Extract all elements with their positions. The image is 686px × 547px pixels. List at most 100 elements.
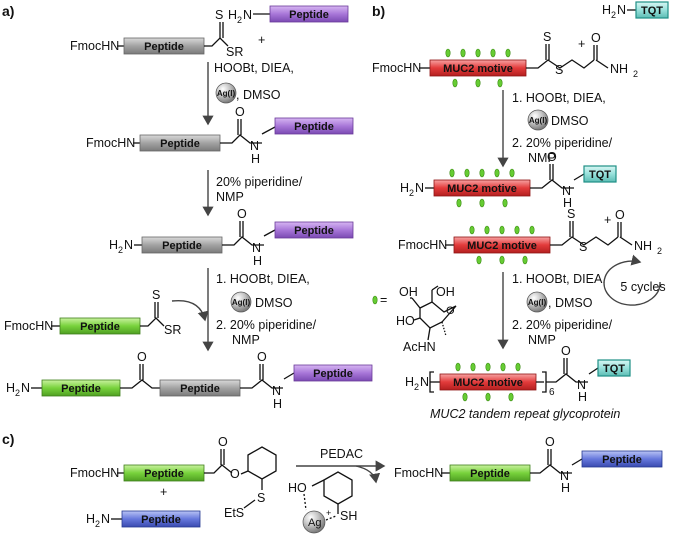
c-reagent-ester: FmocHN Peptide O O S EtS	[70, 435, 277, 520]
ag-label: Ag	[308, 517, 321, 529]
n-label: N	[577, 378, 586, 392]
h-label: H	[253, 254, 262, 268]
panel-b-label: b)	[372, 3, 385, 19]
silver-sphere	[526, 291, 548, 313]
cond-dmso: DMSO	[551, 114, 589, 128]
fmochn-label: FmocHN	[394, 466, 443, 480]
agi-label: Ag(I)	[528, 298, 547, 307]
silver-sphere	[527, 109, 549, 131]
n-label: N	[560, 469, 569, 483]
ho-label: HO	[396, 314, 415, 328]
peptide-label: Peptide	[180, 383, 220, 395]
h2-subscript: 2	[414, 382, 419, 392]
o-label: O	[547, 150, 557, 164]
n-label: N	[21, 381, 30, 395]
cond-hoobt-diea: HOOBt, DIEA,	[214, 61, 294, 75]
b-reagent-muc2-thioester-2: FmocHN MUC2 motive S S O NH 2	[398, 207, 662, 265]
cycle-arrow	[603, 254, 661, 306]
o-label: O	[545, 435, 555, 449]
phenyl-ring	[247, 446, 277, 480]
equals-sign: =	[380, 293, 387, 307]
h2-subscript: 2	[118, 245, 123, 255]
n-label: N	[420, 375, 429, 389]
agi-label: Ag(I)	[232, 298, 251, 307]
repeat-subscript: 6	[549, 387, 555, 398]
tqt-label: TQT	[603, 363, 625, 375]
fmochn-label: FmocHN	[4, 319, 53, 333]
h-label: H	[109, 238, 118, 252]
b-reagent-muc2-thioester: FmocHN MUC2 motive S S O NH 2	[372, 30, 638, 88]
plus-sign: +	[258, 33, 265, 47]
tqt-label: TQT	[641, 5, 663, 17]
s-label: S	[257, 491, 265, 505]
achn-label: AcHN	[403, 340, 436, 354]
ring-o-label: O	[446, 305, 455, 317]
n-label: N	[124, 238, 133, 252]
muc2-caption: MUC2 tandem repeat glycoprotein	[430, 407, 620, 421]
peptide-label: Peptide	[294, 225, 334, 237]
s-label: S	[543, 30, 551, 44]
h-label: H	[273, 397, 282, 411]
cycles-label: 5 cycles	[620, 280, 665, 294]
n-label: N	[101, 512, 110, 526]
peptide-label: Peptide	[80, 321, 120, 333]
tqt-block	[597, 359, 631, 377]
peptide-block-purple	[269, 5, 349, 23]
peptide-label: Peptide	[313, 368, 353, 380]
n-label: N	[250, 139, 259, 153]
o-label: O	[230, 467, 240, 481]
h-label: H	[6, 381, 15, 395]
peptide-label: Peptide	[61, 383, 101, 395]
nh2-subscript: 2	[657, 246, 662, 256]
n-label: N	[415, 181, 424, 195]
muc2-label: MUC2 motive	[453, 377, 523, 389]
n-label: N	[272, 384, 281, 398]
o-label: O	[591, 31, 601, 45]
panel-a-label: a)	[2, 3, 14, 19]
n-label: N	[562, 184, 571, 198]
peptide-label: Peptide	[144, 468, 184, 480]
h-label: H	[251, 152, 260, 166]
agi-label: Ag(I)	[217, 89, 236, 98]
peptide-label: Peptide	[470, 468, 510, 480]
peptide-label: Peptide	[160, 138, 200, 150]
n-label: N	[252, 241, 261, 255]
cond-step1: 1. HOOBt, DIEA,	[512, 272, 606, 286]
glycan-legend: = OH OH HO AcHN O	[372, 285, 457, 354]
a-reagent-h2n-peptide: H 2 N Peptide	[228, 5, 349, 25]
a-final-product: H 2 N Peptide O Peptide O N H Peptide	[6, 350, 373, 411]
o-label: O	[235, 105, 245, 119]
agi-label: Ag(I)	[529, 116, 548, 125]
n-label: N	[617, 3, 626, 17]
b-reagent-h2n-tqt: H 2 N TQT	[602, 1, 669, 20]
oh-label: OH	[399, 285, 418, 299]
nh2-label: NH	[610, 62, 628, 76]
h-label: H	[563, 196, 572, 210]
peptide-block-purple	[274, 117, 354, 135]
cond-dmso: , DMSO	[548, 296, 593, 310]
o-label: O	[615, 208, 625, 222]
s-label: S	[555, 63, 563, 77]
plus-sign: +	[604, 213, 611, 227]
b-product-1: H 2 N MUC2 motive O N H TQT	[400, 150, 617, 210]
fmochn-label: FmocHN	[86, 136, 135, 150]
tqt-block	[583, 165, 617, 183]
silver-sphere	[230, 291, 252, 313]
plus-sign: +	[578, 37, 585, 51]
cond-step1: 1. HOOBt, DIEA,	[512, 91, 606, 105]
h-label: H	[86, 512, 95, 526]
cond-step2: 2. 20% piperidine/	[512, 318, 613, 332]
h2-subscript: 2	[15, 388, 20, 398]
peptide-block-blue	[581, 450, 663, 468]
cond-nmp: NMP	[232, 333, 260, 347]
muc2-label: MUC2 motive	[447, 183, 517, 195]
sh-label: SH	[340, 509, 357, 523]
cond-dmso: DMSO	[255, 296, 293, 310]
a-product-2: H 2 N Peptide O N H Peptide	[109, 207, 354, 268]
plus-sign: +	[160, 485, 167, 499]
fmochn-label: FmocHN	[398, 238, 447, 252]
a-reagent-green-thioester: FmocHN Peptide S SR	[4, 288, 209, 337]
peptide-label: Peptide	[602, 454, 642, 466]
